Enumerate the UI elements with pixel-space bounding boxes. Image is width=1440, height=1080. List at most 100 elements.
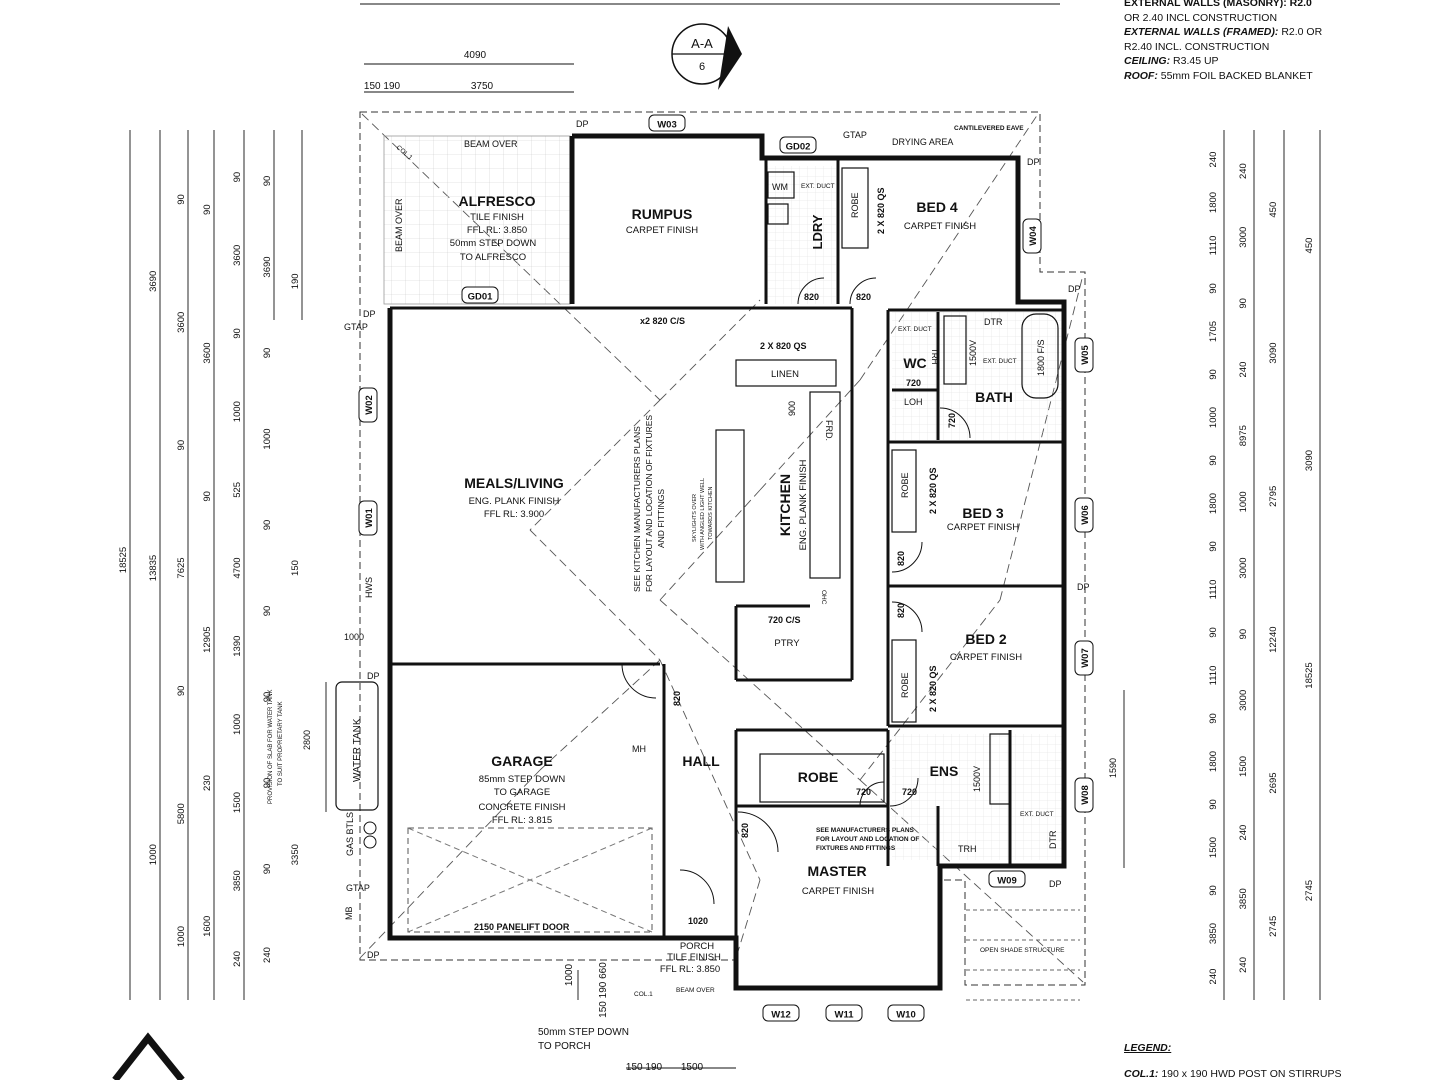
alfresco-tile — [383, 135, 571, 305]
right-dim-r3-5: 2745 — [1268, 916, 1279, 937]
water-tank-label: WATER TANK — [352, 718, 363, 782]
wc-name: WC — [903, 355, 926, 371]
right-dim-r1-6: 1000 — [1208, 407, 1219, 428]
gas-label: GAS BTLS — [345, 812, 355, 856]
left-dim-c2-1: 13835 — [148, 555, 159, 581]
window-tag-w02: W02 — [364, 395, 375, 415]
kitchen-name: KITCHEN — [777, 474, 793, 536]
tank-note-1: PROVISION OF SLAB FOR WATER TANK — [268, 690, 274, 804]
left-dim-c3-0: 90 — [176, 194, 187, 205]
door-720-robe: 720 — [856, 787, 871, 797]
left-dim-c3-6: 1000 — [176, 926, 187, 947]
bed2-name: BED 2 — [965, 631, 1006, 647]
right-dim-r1-7: 90 — [1208, 455, 1219, 466]
right-dim-r1-10: 1110 — [1208, 580, 1219, 600]
col1-porch: COL.1 — [634, 991, 653, 998]
kitchen-l1: ENG. PLANK FINISH — [798, 459, 809, 550]
ens-name: ENS — [930, 763, 959, 779]
water-tank-outline — [335, 681, 379, 811]
left-dimension-labels: 1852536901383510009036009076259058001000… — [118, 172, 301, 967]
left-dim-c3-3: 7625 — [176, 557, 187, 578]
cantilever-eave: CANTILEVERED EAVE — [954, 125, 1024, 132]
ext-duct-1: EXT. DUCT — [801, 183, 835, 190]
vanity-1500-ens: 1500V — [972, 766, 982, 792]
porch-name: PORCH — [680, 941, 714, 952]
step-porch-1: 50mm STEP DOWN — [538, 1027, 629, 1038]
drying-area: DRYING AREA — [892, 137, 953, 147]
note-line-3: EXTERNAL WALLS (FRAMED): R2.0 OR — [1124, 25, 1424, 40]
right-dim-r1-2: 1110 — [1208, 236, 1219, 256]
window-tag-w09: W09 — [997, 876, 1017, 887]
right-dim-r1-13: 90 — [1208, 713, 1219, 724]
garage-l1: 85mm STEP DOWN — [479, 774, 566, 785]
window-tag-w05: W05 — [1080, 345, 1091, 365]
bath-tile — [892, 312, 1062, 440]
dtr-2: DTR — [1048, 830, 1058, 849]
note-line-2: OR 2.40 INCL CONSTRUCTION — [1124, 11, 1278, 24]
right-dim-r2-8: 3000 — [1238, 690, 1249, 711]
right-dim-r1-18: 3850 — [1208, 923, 1219, 944]
dp-1: DP — [576, 119, 589, 129]
tank-note-2: TO SUIT PROPRIETARY TANK — [278, 701, 284, 786]
left-dim-c6-8: 90 — [262, 864, 273, 875]
note-line-3-label: EXTERNAL WALLS (FRAMED): — [1124, 26, 1279, 38]
left-dim-c5-7: 1000 — [232, 714, 243, 735]
kitchen-note-3: AND FITTINGS — [656, 489, 666, 548]
left-dim-c7-1: 150 — [290, 560, 301, 576]
garage-l2: TO GARAGE — [494, 787, 550, 798]
window-tag-w08: W08 — [1080, 785, 1091, 805]
window-tag-box-w03 — [648, 114, 686, 132]
window-tag-gd01: GD01 — [468, 292, 494, 303]
right-dim-r1-19: 240 — [1208, 969, 1219, 985]
window-tag-box-w05 — [1074, 337, 1094, 373]
dim-3750: 3750 — [471, 81, 494, 92]
specification-notes: EXTERNAL WALLS (MASONRY): R2.0 OR 2.40 I… — [1124, 0, 1424, 83]
section-marker-label: A-A — [691, 36, 713, 51]
note-line-6: ROOF: 55mm FOIL BACKED BLANKET — [1124, 69, 1424, 84]
left-dim-c1-0: 18525 — [118, 547, 129, 573]
right-dimension-lines — [1123, 130, 1321, 1000]
ohc-label: OHC — [820, 590, 827, 605]
north-arrow-icon — [112, 1032, 185, 1080]
window-tag-box-w04 — [1022, 218, 1042, 254]
right-dim-r3-2: 2795 — [1268, 486, 1279, 507]
right-dim-r1-14: 1800 — [1208, 751, 1219, 772]
skylight-2: WITH ANGLED LIGHT WELL — [700, 478, 706, 550]
frd-label: FRD. — [824, 420, 834, 441]
trh-2: TRH — [958, 844, 977, 854]
left-dim-c5-2: 90 — [232, 328, 243, 339]
beam-over-porch: BEAM OVER — [676, 987, 715, 994]
door-1020: 1020 — [688, 916, 708, 926]
master-l1: CARPET FINISH — [802, 886, 874, 897]
left-dim-c6-2: 90 — [262, 348, 273, 359]
left-dim-c5-3: 1000 — [232, 401, 243, 422]
step-porch-2: TO PORCH — [538, 1041, 591, 1052]
right-dim-r2-11: 3850 — [1238, 888, 1249, 909]
dim-4090: 4090 — [464, 50, 487, 61]
right-dim-r4-1: 3090 — [1304, 450, 1315, 471]
bed4-l1: CARPET FINISH — [904, 221, 976, 232]
loh-label: LOH — [904, 397, 923, 407]
laundry-tile — [766, 166, 836, 304]
window-tag-box-w11 — [825, 1004, 863, 1022]
skylight-1: SKYLIGHTS OVER — [692, 494, 698, 542]
hws-label: HWS — [364, 577, 374, 598]
left-dim-c5-1: 3600 — [232, 245, 243, 266]
left-dim-c7-2: 3350 — [290, 844, 301, 865]
dp-2: DP — [1027, 157, 1040, 167]
window-tag-w07: W07 — [1080, 648, 1091, 668]
left-dim-c6-4: 90 — [262, 520, 273, 531]
legend-item-label: COL.1: — [1124, 1068, 1159, 1080]
right-dim-r2-4: 8975 — [1238, 425, 1249, 446]
kitchen-note-1: SEE KITCHEN MANUFACTURERS PLANS — [632, 426, 642, 592]
ext-duct-4: EXT. DUCT — [1020, 811, 1054, 818]
gtap-3: GTAP — [346, 883, 370, 893]
left-dim-c4-2: 90 — [202, 491, 213, 502]
mb-label: MB — [344, 907, 354, 921]
left-dim-c6-9: 240 — [262, 947, 273, 963]
master-note-1: SEE MANUFACTURERS PLANS — [816, 827, 915, 834]
robe-bed4: ROBE — [850, 192, 860, 218]
window-tag-box-w01 — [358, 500, 378, 536]
right-dim-r2-2: 90 — [1238, 298, 1249, 309]
